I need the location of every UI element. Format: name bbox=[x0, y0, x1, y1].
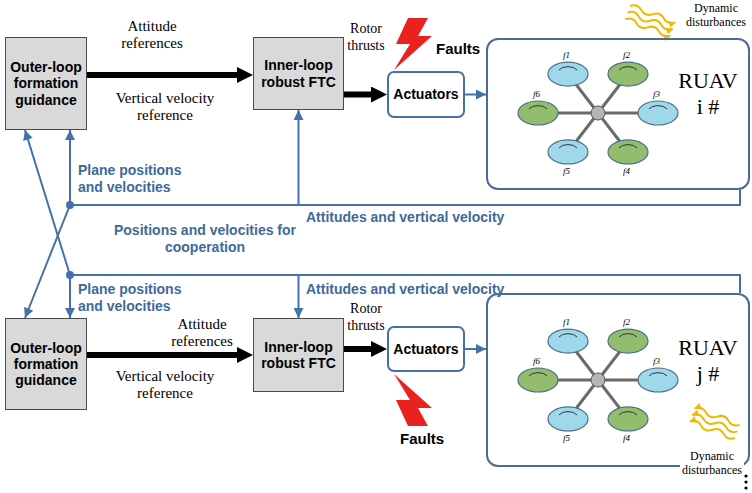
signal-arrow bbox=[465, 94, 486, 96]
thrust-symbol: f3 bbox=[653, 89, 660, 99]
disturbance-waves bbox=[689, 406, 741, 440]
vehicle-label: RUAV j # bbox=[673, 335, 743, 388]
command-arrow bbox=[87, 72, 241, 78]
block-label: Actuators bbox=[393, 86, 458, 102]
rotorcraft-illustrations bbox=[518, 62, 678, 431]
control-block: Outer-loop formation guidance bbox=[5, 37, 87, 130]
thrust-symbol: f6 bbox=[533, 356, 540, 366]
block-label: Outer-loop formation guidance bbox=[8, 340, 84, 388]
signal-label: Attitudes and vertical velocity bbox=[306, 209, 504, 226]
spin-direction bbox=[619, 67, 637, 70]
block-label: Inner-loop robust FTC bbox=[256, 339, 341, 371]
spin-direction bbox=[559, 334, 577, 337]
signal-arrow bbox=[25, 190, 740, 318]
fault-label: Faults bbox=[400, 430, 444, 447]
rotorcraft-drawing bbox=[518, 62, 678, 164]
spin-direction bbox=[529, 106, 547, 109]
continuation-dots bbox=[744, 474, 747, 489]
rotorcraft-box: RUAV i # bbox=[486, 38, 750, 190]
thrust-symbol: f4 bbox=[623, 433, 630, 443]
thrust-symbol: f3 bbox=[653, 356, 660, 366]
signal-label: Plane positions and velocities bbox=[78, 162, 196, 196]
actuator-box: Actuators bbox=[387, 71, 465, 118]
branch-dot bbox=[66, 271, 74, 279]
thrust-symbol: f6 bbox=[533, 89, 540, 99]
signal-arrow bbox=[299, 110, 741, 205]
spin-direction bbox=[559, 412, 577, 415]
block-label: Outer-loop formation guidance bbox=[8, 59, 84, 107]
spin-direction bbox=[619, 334, 637, 337]
spin-direction bbox=[619, 412, 637, 415]
command-arrow bbox=[344, 346, 375, 352]
rotor-disc bbox=[518, 101, 558, 125]
block-label: Inner-loop robust FTC bbox=[256, 57, 341, 89]
signal-arrow bbox=[465, 348, 486, 350]
spin-direction bbox=[619, 145, 637, 148]
rotor-disc bbox=[548, 140, 588, 164]
rotorcraft-hub bbox=[591, 373, 605, 387]
signal-label: Attitudes and vertical velocity bbox=[306, 281, 504, 298]
rotor-disc bbox=[638, 368, 678, 392]
signal-label: Plane positions and velocities bbox=[78, 281, 196, 315]
rotorcraft-box: RUAV j # bbox=[486, 293, 750, 467]
rotor-disc bbox=[608, 407, 648, 431]
thrust-symbol: f5 bbox=[563, 166, 570, 176]
vehicle-label: RUAV i # bbox=[673, 68, 743, 121]
rotorcraft-drawing bbox=[518, 329, 678, 431]
control-block: Inner-loop robust FTC bbox=[253, 37, 344, 110]
disturbance-waves bbox=[624, 4, 676, 38]
disturbance-label: Dynamic disturbances bbox=[684, 1, 748, 29]
thrust-symbol: f1 bbox=[563, 50, 570, 60]
signal-arrow bbox=[25, 130, 740, 293]
signal-arrow bbox=[70, 275, 740, 318]
command-arrow bbox=[87, 352, 241, 358]
thrust-symbol: f4 bbox=[623, 166, 630, 176]
rotor-disc bbox=[548, 62, 588, 86]
thrust-symbol: f5 bbox=[563, 433, 570, 443]
signal-label: Rotor thrusts bbox=[345, 300, 387, 334]
spin-direction bbox=[559, 67, 577, 70]
control-block: Outer-loop formation guidance bbox=[5, 318, 87, 410]
control-block: Inner-loop robust FTC bbox=[253, 318, 344, 392]
rotor-disc bbox=[608, 62, 648, 86]
spin-direction bbox=[649, 373, 667, 376]
spin-direction bbox=[529, 373, 547, 376]
command-arrow bbox=[344, 92, 375, 98]
rotor-disc bbox=[518, 368, 558, 392]
thrust-symbol: f2 bbox=[623, 317, 630, 327]
block-label: Actuators bbox=[393, 341, 458, 357]
actuator-box: Actuators bbox=[387, 326, 465, 372]
signal-label: Rotor thrusts bbox=[345, 20, 387, 54]
fault-lightning bbox=[394, 374, 432, 426]
rotor-disc bbox=[548, 407, 588, 431]
disturbance-label: Dynamic disturbances bbox=[680, 449, 744, 477]
thrust-symbol: f1 bbox=[563, 317, 570, 327]
signal-label: Vertical velocity reference bbox=[95, 368, 235, 402]
signal-label: Vertical velocity reference bbox=[95, 90, 235, 124]
spin-direction bbox=[649, 106, 667, 109]
signal-arrow bbox=[70, 130, 740, 205]
fault-lightning bbox=[394, 18, 432, 70]
branch-dot bbox=[66, 201, 74, 209]
rotor-disc bbox=[608, 329, 648, 353]
rotor-disc bbox=[608, 140, 648, 164]
cooperation-label: Positions and velocities for cooperation bbox=[100, 222, 310, 256]
signal-label: Attitude references bbox=[100, 18, 204, 52]
rotor-disc bbox=[548, 329, 588, 353]
fault-label: Faults bbox=[436, 40, 480, 57]
signal-label: Attitude references bbox=[150, 316, 254, 350]
thrust-symbol: f2 bbox=[623, 50, 630, 60]
rotorcraft-hub bbox=[591, 106, 605, 120]
spin-direction bbox=[559, 145, 577, 148]
rotor-disc bbox=[638, 101, 678, 125]
